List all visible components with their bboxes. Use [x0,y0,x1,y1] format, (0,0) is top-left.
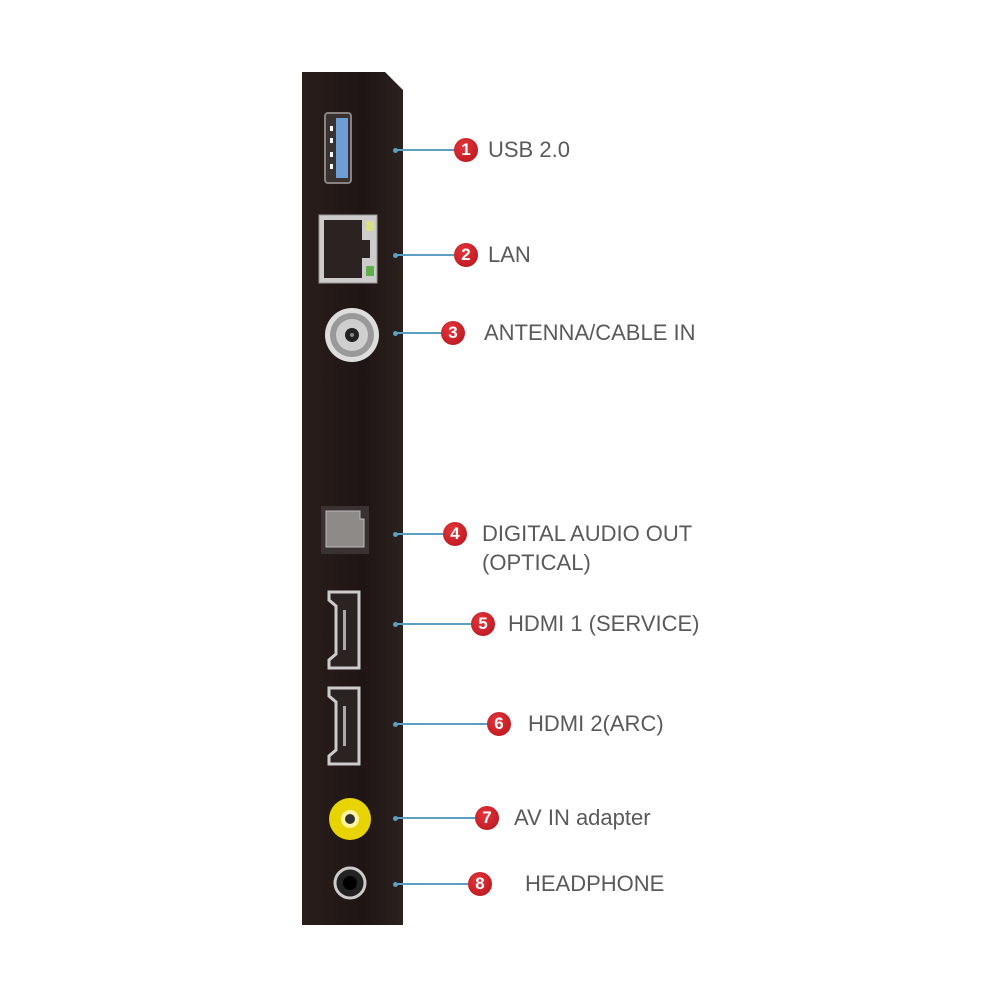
port-label: HDMI 1 (SERVICE) [508,611,700,636]
leader-line [395,254,466,256]
port-label: LAN [488,242,531,267]
number-badge: 5 [471,612,495,636]
leader-line [395,332,453,334]
hdmi-port-icon [327,590,361,670]
leader-line [395,149,466,151]
leader-line [395,623,483,625]
coax-port-icon [325,308,379,362]
tv-side-panel [302,72,403,925]
number-badge: 3 [441,321,465,345]
port-label: DIGITAL AUDIO OUT [482,521,693,546]
number-badge: 1 [454,138,478,162]
usb-port-icon [324,112,352,184]
hdmi-port-icon [327,686,361,766]
leader-line [395,533,455,535]
number-badge: 6 [487,712,511,736]
headphone-jack-icon [333,866,367,900]
number-badge: 7 [475,806,499,830]
port-label: USB 2.0 [488,137,570,162]
ethernet-port-icon [318,214,378,284]
port-label: HEADPHONE [525,871,665,896]
leader-line [395,723,499,725]
number-badge: 8 [468,872,492,896]
leader-line [395,883,480,885]
port-label: ANTENNA/CABLE IN [484,320,696,345]
leader-line [395,817,487,819]
rca-port-icon [329,798,371,840]
port-label: AV IN adapter [514,805,651,830]
port-label: HDMI 2(ARC) [528,711,664,736]
number-badge: 4 [443,522,467,546]
optical-port-icon [321,506,369,554]
port-label-line2: (OPTICAL) [482,550,591,575]
number-badge: 2 [454,243,478,267]
